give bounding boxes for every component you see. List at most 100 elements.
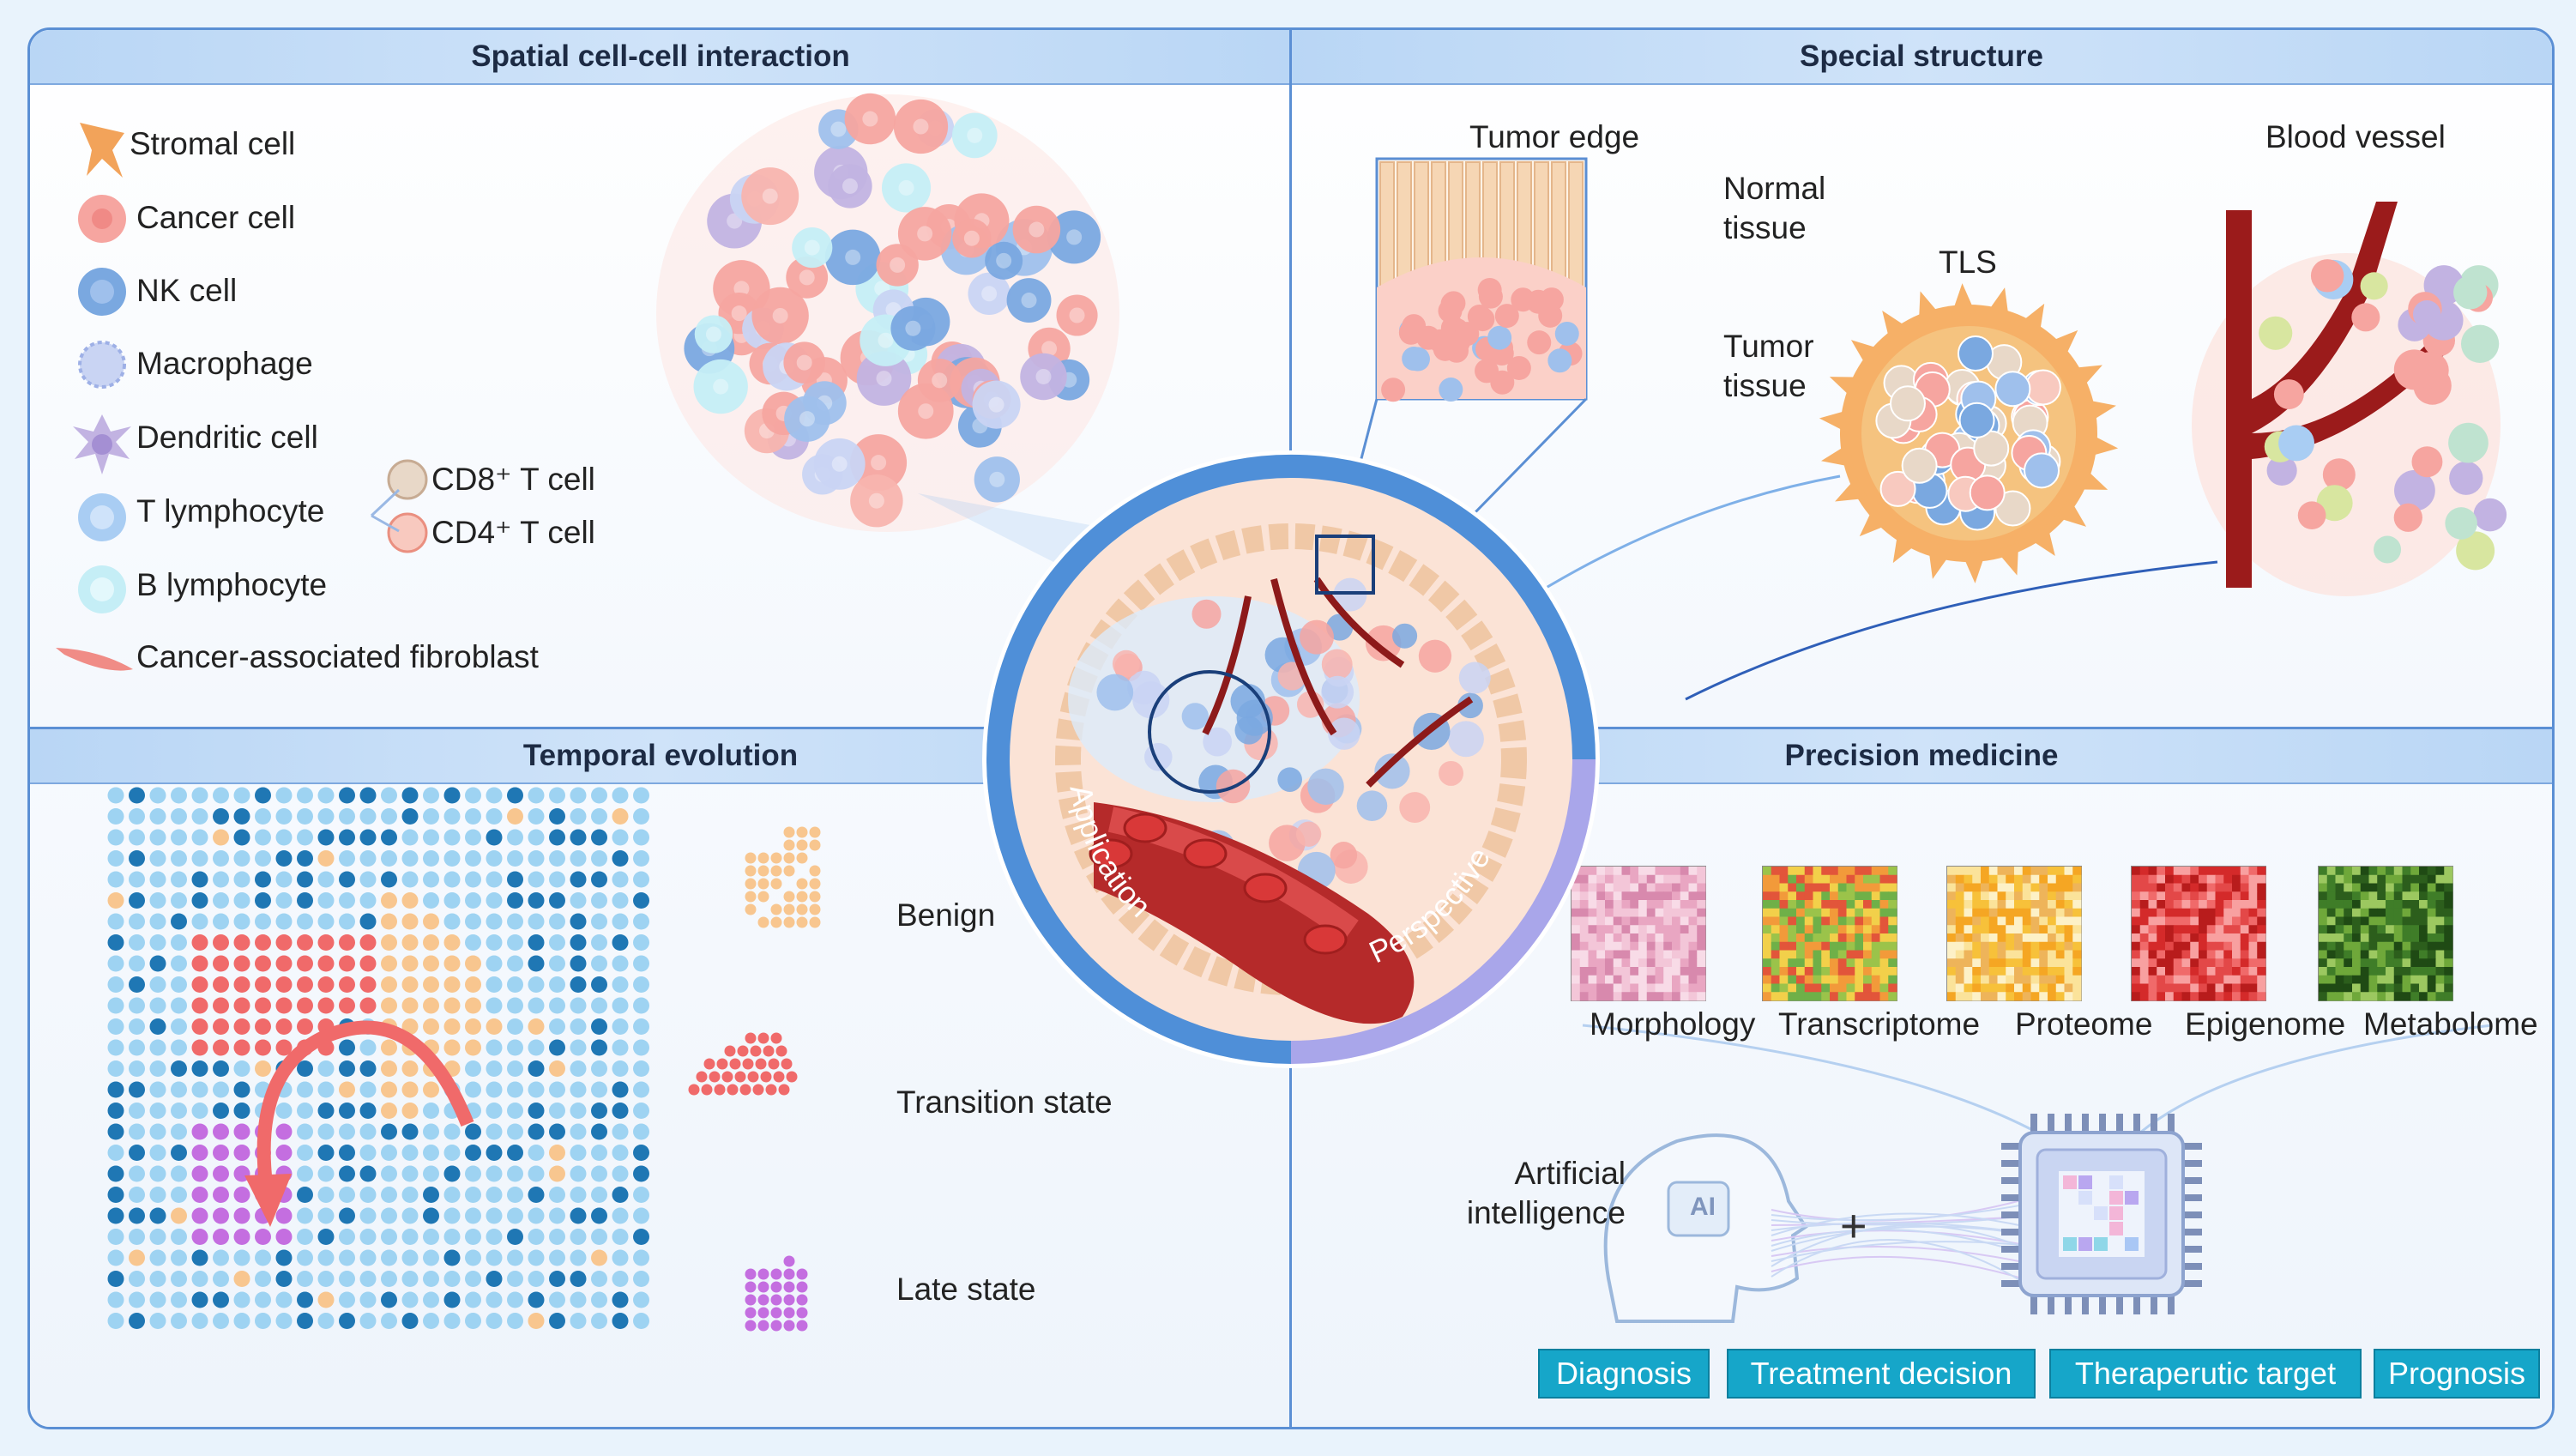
grid-dot [381, 829, 397, 846]
grid-dot [275, 1229, 293, 1245]
grid-dot [486, 808, 503, 825]
prognosis-button[interactable]: Prognosis [2374, 1349, 2540, 1399]
grid-dot [297, 787, 313, 804]
therapeutic-target-button[interactable]: Theraperutic target [2049, 1349, 2362, 1399]
grid-dot [570, 1291, 587, 1308]
grid-dot [317, 997, 335, 1014]
grid-dot [528, 1291, 545, 1308]
grid-dot [507, 1291, 523, 1308]
grid-dot [591, 892, 607, 909]
cluster-cell [893, 99, 949, 154]
grid-dot [149, 997, 166, 1014]
omics-proteome-label: Proteome [2015, 1006, 2153, 1042]
grid-dot [507, 1207, 523, 1224]
grid-dot [528, 892, 545, 909]
grid-dot [339, 1081, 355, 1098]
grid-dot [507, 1123, 523, 1140]
grid-dot [612, 1187, 629, 1203]
cluster-dot [745, 1307, 757, 1319]
grid-dot [191, 1187, 208, 1203]
grid-dot [401, 1165, 419, 1182]
grid-dot [149, 787, 166, 804]
grid-dot [507, 955, 523, 972]
grid-dot [507, 1229, 523, 1245]
cluster-dot [796, 1307, 808, 1319]
grid-dot [213, 1060, 229, 1077]
grid-dot [591, 1313, 607, 1329]
grid-dot [507, 787, 523, 804]
edge-cell [1470, 307, 1495, 332]
grid-dot [570, 955, 587, 972]
grid-dot [191, 871, 208, 888]
grid-dot [401, 1060, 419, 1077]
grid-dot [317, 976, 335, 993]
grid-dot [191, 1081, 208, 1098]
cluster-dot [796, 903, 808, 915]
grid-dot [129, 808, 145, 825]
grid-dot [317, 892, 335, 909]
grid-dot [570, 1123, 587, 1140]
grid-dot [465, 1249, 481, 1266]
edge-cell [1554, 321, 1579, 346]
grid-dot [129, 1313, 145, 1329]
treatment-decision-button[interactable]: Treatment decision [1727, 1349, 2036, 1399]
cluster-dot [770, 1268, 782, 1280]
grid-dot [129, 1060, 145, 1077]
cluster-dot [745, 1281, 757, 1293]
grid-dot [339, 1291, 355, 1308]
grid-dot [549, 829, 565, 846]
grid-dot [591, 1271, 607, 1287]
grid-dot [549, 1271, 565, 1287]
grid-dot [633, 829, 649, 846]
grid-dot [443, 1165, 461, 1182]
grid-dot [255, 1060, 271, 1077]
grid-dot [570, 850, 587, 867]
grid-dot [191, 808, 208, 825]
edge-cell [1506, 355, 1531, 380]
grid-dot [528, 1018, 545, 1035]
cluster-dot [770, 1320, 782, 1332]
cluster-cell [751, 287, 809, 345]
grid-dot [507, 1145, 523, 1161]
spatial-dot-grid [107, 787, 649, 1329]
legend-nk-label: NK cell [136, 273, 238, 308]
grid-dot [339, 892, 355, 909]
grid-dot [570, 1207, 587, 1224]
grid-dot [149, 1165, 166, 1182]
grid-dot [191, 1123, 208, 1140]
grid-dot [297, 1123, 313, 1140]
cluster-dot [763, 1045, 775, 1057]
grid-dot [401, 1187, 419, 1203]
grid-dot [507, 976, 523, 993]
grid-dot [549, 1081, 565, 1098]
grid-dot [233, 1081, 250, 1098]
cluster-cell [783, 341, 825, 384]
grid-dot [486, 1187, 503, 1203]
grid-dot [297, 955, 313, 972]
grid-dot [612, 829, 629, 846]
grid-dot [528, 1313, 545, 1329]
grid-dot [297, 1081, 313, 1098]
diagnosis-button[interactable]: Diagnosis [1538, 1349, 1710, 1399]
grid-dot [339, 808, 355, 825]
grid-dot [549, 1165, 565, 1182]
grid-dot [359, 1249, 377, 1266]
grid-dot [359, 808, 377, 825]
grid-dot [612, 1271, 629, 1287]
grid-dot [591, 1060, 607, 1077]
grid-dot [401, 1123, 419, 1140]
grid-dot [339, 1145, 355, 1161]
cluster-dot [739, 1084, 751, 1096]
grid-dot [339, 787, 355, 804]
grid-dot [443, 1187, 461, 1203]
grid-dot [591, 1081, 607, 1098]
grid-dot [255, 1229, 271, 1245]
grid-dot [275, 1123, 293, 1140]
tumor-tissue-line1: Tumor [1723, 329, 1814, 364]
grid-dot [275, 976, 293, 993]
structure-graphics [1315, 157, 2507, 701]
cluster-dot [770, 1281, 782, 1293]
vessel-area-cell [2374, 535, 2402, 564]
grid-dot [612, 871, 629, 888]
grid-dot [233, 871, 250, 888]
